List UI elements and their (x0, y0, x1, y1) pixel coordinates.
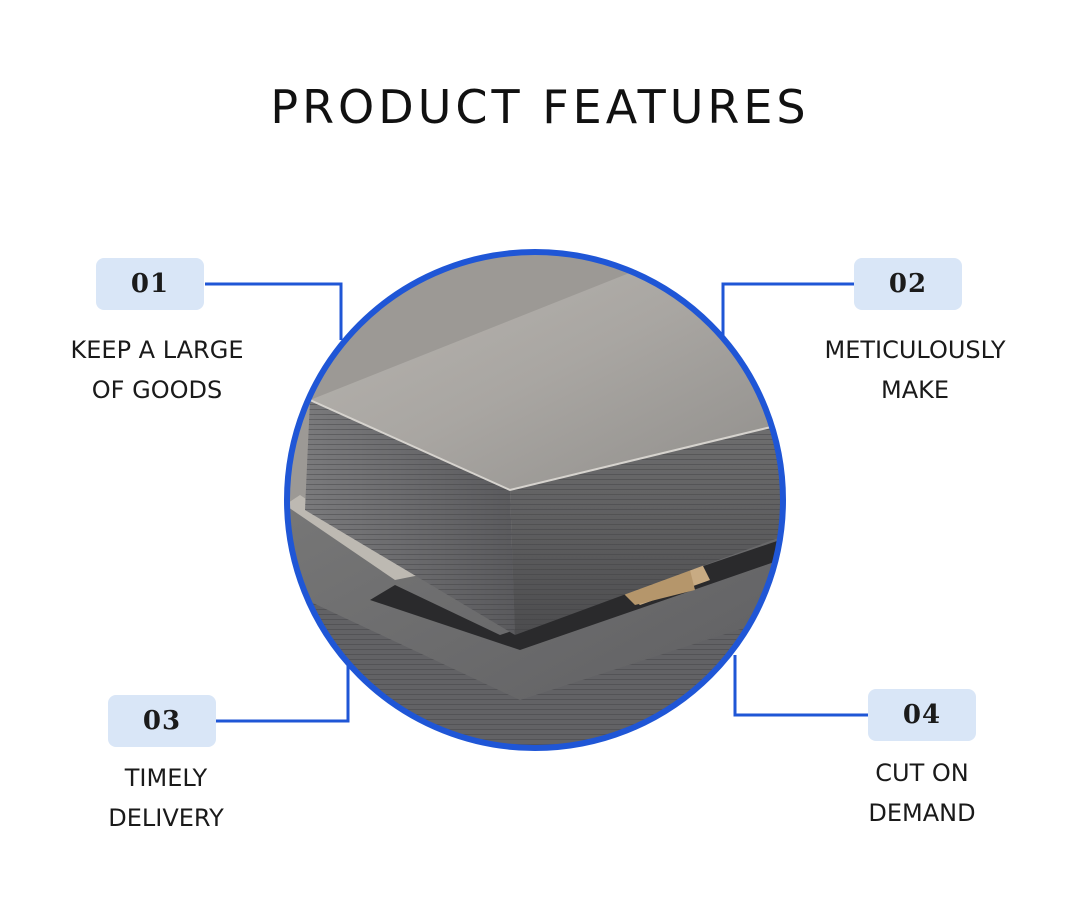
feature-number-badge-01: 01 (96, 258, 204, 310)
feature-label-04-line-2: DEMAND (868, 799, 976, 827)
feature-number-03: 03 (142, 706, 182, 736)
connector-line-01 (205, 282, 343, 340)
connector-line-04 (733, 655, 868, 717)
feature-number-badge-04: 04 (868, 689, 976, 741)
feature-label-04: CUT ON DEMAND (782, 753, 1062, 833)
image-circle-border (284, 249, 786, 751)
feature-label-01: KEEP A LARGE OF GOODS (17, 330, 297, 410)
feature-number-01: 01 (130, 269, 170, 299)
connector-lines (205, 282, 868, 723)
page-title: PRODUCT FEATURES (270, 80, 810, 134)
feature-number-badge-02: 02 (854, 258, 962, 310)
feature-label-03: TIMELY DELIVERY (26, 758, 306, 838)
connector-line-03 (216, 665, 350, 723)
feature-label-04-line-1: CUT ON (875, 759, 969, 787)
feature-label-02-line-1: METICULOUSLY (824, 336, 1006, 364)
feature-number-badge-03: 03 (108, 695, 216, 747)
feature-label-02: METICULOUSLY MAKE (775, 330, 1055, 410)
feature-label-01-line-1: KEEP A LARGE (70, 336, 244, 364)
feature-number-02: 02 (888, 269, 928, 299)
feature-label-03-line-1: TIMELY (124, 764, 208, 792)
connector-line-02 (721, 282, 855, 340)
feature-label-02-line-2: MAKE (880, 376, 950, 404)
feature-label-03-line-2: DELIVERY (108, 804, 224, 832)
feature-number-04: 04 (902, 700, 942, 730)
feature-label-01-line-2: OF GOODS (91, 376, 223, 404)
